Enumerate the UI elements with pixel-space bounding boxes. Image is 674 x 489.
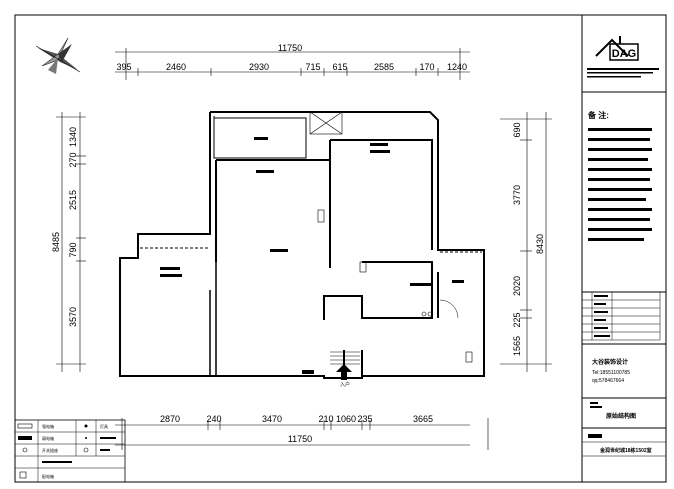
svg-text:615: 615 [332, 62, 347, 72]
company-name: 大谷装饰设计 [592, 358, 628, 366]
svg-text:2585: 2585 [374, 62, 394, 72]
svg-text:395: 395 [116, 62, 131, 72]
right-dimensions: 690 3770 2020 225 1565 8430 [500, 112, 552, 372]
overall-width-top: 11750 [278, 43, 302, 53]
svg-text:3770: 3770 [512, 185, 522, 205]
room-labels [160, 137, 464, 286]
title-block: DAG 备 注: [582, 36, 666, 457]
svg-text:270: 270 [68, 152, 78, 167]
company-logo [595, 36, 629, 57]
company-tel: Tel:18551100785 [592, 370, 630, 376]
svg-text:240: 240 [206, 414, 221, 424]
svg-text:3570: 3570 [68, 307, 78, 327]
overall-width-bottom: 11750 [288, 434, 312, 444]
logo-text: DAG [612, 48, 636, 60]
svg-text:8485: 8485 [51, 232, 61, 252]
legend-table: 强电箱 弱电箱 开关插座 灯具 配电箱 [14, 419, 126, 483]
project-name: 金润世纪城18栋1502室 [599, 447, 652, 454]
svg-text:790: 790 [68, 242, 78, 257]
svg-text:210: 210 [318, 414, 333, 424]
drawing-title: 原始结构图 [606, 412, 636, 420]
notes-title: 备 注: [587, 110, 609, 120]
door-swing [439, 299, 459, 319]
svg-text:2930: 2930 [249, 62, 269, 72]
legend-item: 配电箱 [42, 473, 54, 479]
legend-item: 强电箱 [42, 423, 54, 429]
svg-text:3470: 3470 [262, 414, 282, 424]
notes-lines [588, 128, 652, 241]
entrance-arrow-icon [336, 364, 352, 380]
svg-text:2020: 2020 [512, 276, 522, 296]
svg-text:2870: 2870 [160, 414, 180, 424]
svg-text:8430: 8430 [535, 234, 545, 254]
svg-text:715: 715 [305, 62, 320, 72]
legend-item: 开关插座 [42, 447, 58, 453]
windows [140, 159, 482, 253]
svg-text:3665: 3665 [413, 414, 433, 424]
building-walls [119, 111, 485, 379]
legend-item: 弱电箱 [42, 435, 54, 441]
svg-text:2460: 2460 [166, 62, 186, 72]
entrance-label: 入户 [340, 381, 350, 388]
left-dimensions: 1340 270 2515 790 3570 8485 [51, 112, 86, 372]
svg-text:1240: 1240 [447, 62, 467, 72]
svg-text:170: 170 [419, 62, 434, 72]
duct-shaft [309, 111, 343, 135]
svg-text:1565: 1565 [512, 336, 522, 356]
svg-text:225: 225 [512, 312, 522, 327]
svg-text:2515: 2515 [68, 190, 78, 210]
entry-steps [330, 351, 360, 365]
compass-icon [35, 37, 81, 74]
top-dimensions: 11750 395 2460 2930 715 615 2585 170 124… [115, 43, 470, 80]
bottom-dimensions: 2870 240 3470 210 1060 235 3665 11750 [115, 414, 489, 450]
company-qq: qq:578467664 [592, 378, 624, 384]
svg-text:235: 235 [357, 414, 372, 424]
svg-text:1340: 1340 [68, 127, 78, 147]
legend-item: 灯具 [100, 423, 108, 429]
svg-text:1060: 1060 [336, 414, 356, 424]
svg-text:690: 690 [512, 122, 522, 137]
